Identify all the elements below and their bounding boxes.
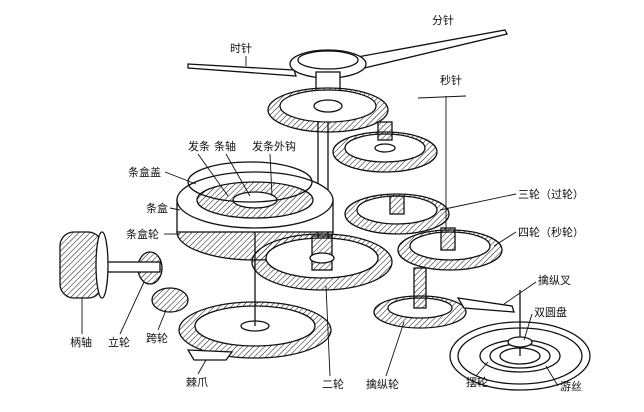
svg-text:三轮（过轮）: 三轮（过轮） xyxy=(518,187,584,201)
roller xyxy=(507,336,533,348)
label-roller: 双圆盘 xyxy=(523,305,567,341)
escape-wheel xyxy=(373,267,467,329)
label-outer-hook: 发条外钩 xyxy=(252,139,296,197)
label-second-hand: 秒针 xyxy=(440,73,462,87)
click xyxy=(186,349,234,361)
fourth-wheel xyxy=(397,227,503,271)
hour-wheel xyxy=(267,87,389,133)
svg-text:分针: 分针 xyxy=(432,13,454,27)
label-hour-hand: 时针 xyxy=(230,41,252,66)
svg-text:条盒盖: 条盒盖 xyxy=(128,165,161,179)
label-crown-wheel: 跨轮 xyxy=(146,309,168,345)
hand-hub xyxy=(289,49,367,99)
label-arbor: 条轴 xyxy=(214,139,251,197)
svg-text:条盒轮: 条盒轮 xyxy=(126,227,159,241)
pallet-fork xyxy=(456,297,515,313)
svg-text:摆轮: 摆轮 xyxy=(466,375,488,389)
svg-text:擒纵轮: 擒纵轮 xyxy=(366,377,399,391)
winding-stem xyxy=(59,231,161,299)
center-wheel xyxy=(251,233,393,291)
label-fourth-wheel: 四轮（秒轮） xyxy=(493,225,584,247)
svg-text:秒针: 秒针 xyxy=(440,73,462,87)
svg-text:四轮（秒轮）: 四轮（秒轮） xyxy=(518,225,584,239)
label-barrel-wheel: 条盒轮 xyxy=(126,227,180,241)
intermediate-wheel xyxy=(344,193,450,235)
label-winding-pinion: 立轮 xyxy=(108,281,145,349)
label-pallet-fork: 擒纵叉 xyxy=(503,273,571,305)
label-barrel-cover: 条盒盖 xyxy=(128,165,197,185)
label-minute-hand: 分针 xyxy=(432,13,454,27)
label-center-wheel: 二轮 xyxy=(322,285,344,391)
balance-wheel xyxy=(449,290,591,391)
svg-text:发条: 发条 xyxy=(188,139,210,153)
label-balance-wheel: 摆轮 xyxy=(466,361,489,389)
svg-text:棘爪: 棘爪 xyxy=(186,376,208,389)
minute-hand xyxy=(351,29,508,71)
label-winding-stem: 柄轴 xyxy=(70,298,92,349)
svg-text:擒纵叉: 擒纵叉 xyxy=(538,273,571,287)
label-escape-wheel: 擒纵轮 xyxy=(366,321,405,391)
svg-text:立轮: 立轮 xyxy=(108,335,130,349)
barrel-cover xyxy=(187,161,313,203)
label-barrel: 条盒 xyxy=(146,201,181,215)
label-hairspring: 游丝 xyxy=(545,365,582,393)
svg-text:游丝: 游丝 xyxy=(560,380,582,393)
svg-text:柄轴: 柄轴 xyxy=(70,335,92,349)
svg-text:二轮: 二轮 xyxy=(322,377,344,391)
svg-text:时针: 时针 xyxy=(230,41,252,55)
svg-text:跨轮: 跨轮 xyxy=(146,331,168,345)
third-wheel xyxy=(332,121,438,173)
ratchet-wheel xyxy=(178,232,332,359)
label-third-wheel: 三轮（过轮） xyxy=(439,187,584,211)
svg-text:条盒: 条盒 xyxy=(146,201,168,215)
label-click: 棘爪 xyxy=(186,359,208,389)
hour-hand xyxy=(187,63,297,77)
svg-text:发条外钩: 发条外钩 xyxy=(252,139,296,153)
svg-text:条轴: 条轴 xyxy=(214,139,236,153)
label-mainspring: 发条 xyxy=(188,139,229,197)
crown-wheel xyxy=(151,287,189,313)
svg-text:双圆盘: 双圆盘 xyxy=(534,305,567,319)
